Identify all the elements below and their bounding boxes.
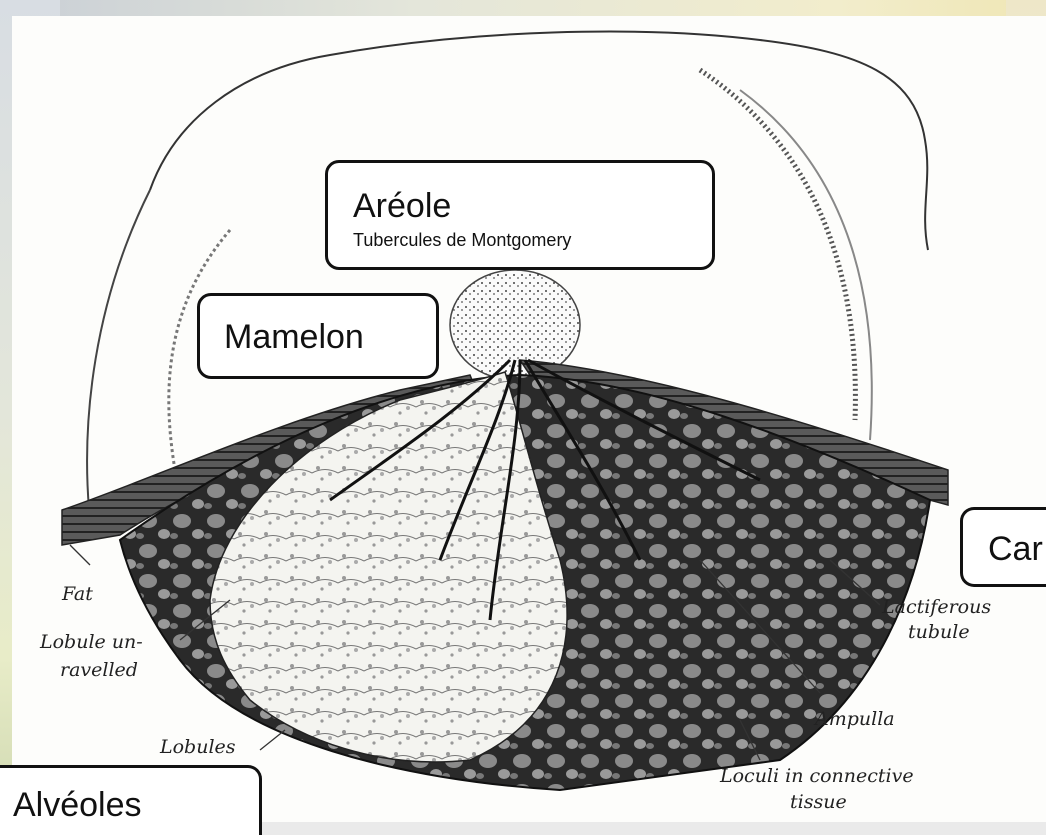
label-lactiferous-2: tubule	[908, 621, 970, 643]
label-ampulla: Ampulla	[813, 708, 895, 730]
callout-mamelon-title: Mamelon	[224, 318, 436, 356]
label-loculi-2: tissue	[790, 791, 847, 813]
callout-areole-subtitle: Tubercules de Montgomery	[353, 229, 712, 251]
callout-mamelon: Mamelon	[197, 293, 439, 379]
lobules-region	[210, 372, 567, 762]
left-skin-arc	[87, 190, 150, 520]
callout-canaux: Car	[960, 507, 1046, 587]
label-lobule-unravelled-2: ravelled	[60, 659, 138, 681]
callout-alveoles: Alvéoles	[0, 765, 262, 835]
callout-alveoles-title: Alvéoles	[13, 786, 259, 824]
label-lactiferous-1: Lactiferous	[881, 596, 991, 618]
callout-canaux-title: Car	[988, 530, 1046, 568]
label-lobules: Lobules	[159, 736, 236, 758]
label-fat: Fat	[61, 583, 93, 605]
label-loculi-1: Loculi in connective	[719, 765, 914, 787]
label-lobule-unravelled-1: Lobule un-	[39, 631, 143, 653]
callout-areole: Aréole Tubercules de Montgomery	[325, 160, 715, 270]
callout-areole-title: Aréole	[353, 187, 712, 225]
